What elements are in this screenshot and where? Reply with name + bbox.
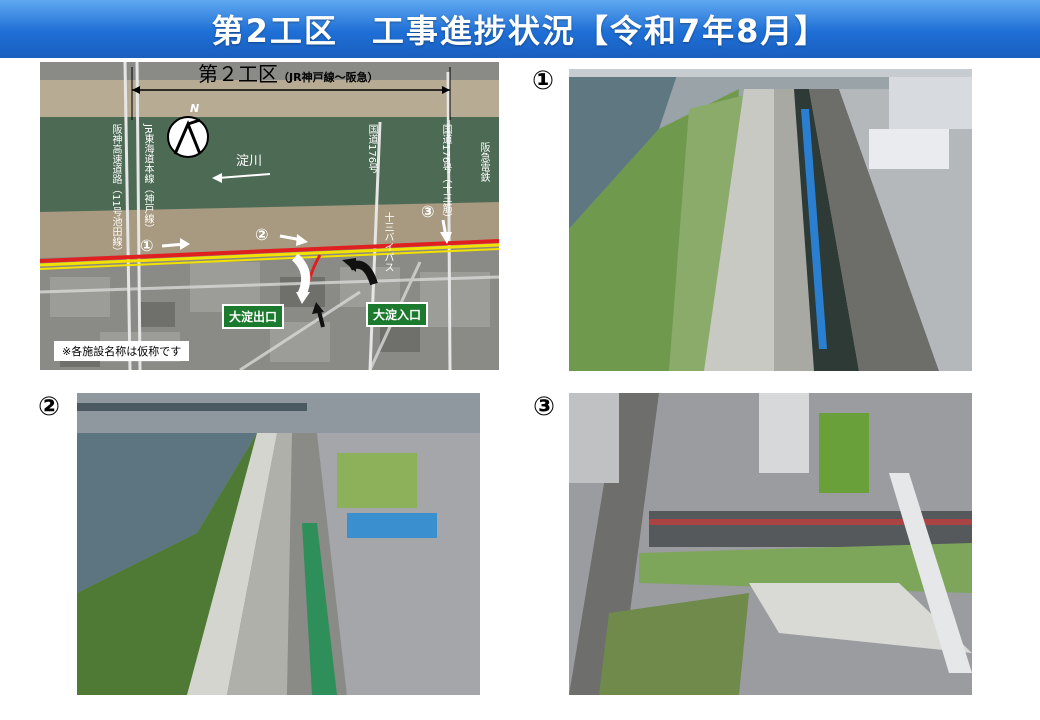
map-marker-2: ②: [255, 225, 269, 244]
road-label-176: 国道176号: [366, 124, 377, 174]
page-title: 第2工区 工事進捗状況【令和7年8月】: [211, 12, 829, 50]
aerial-photo-2: [77, 393, 480, 695]
aerial-photo-3: [569, 393, 972, 695]
aerial-photo-1: [569, 69, 972, 371]
exit-sign: 大淀出口: [222, 304, 285, 329]
photo-2: [77, 393, 480, 695]
road-label-hankyu: 阪急電鉄: [478, 142, 489, 182]
entrance-sign: 大淀入口: [366, 302, 429, 327]
road-label-juso-bypass: 十三バイパス: [382, 212, 393, 272]
road-label-jr: JR東海道本線（神戸線）: [142, 124, 153, 234]
photo-label-1: ①: [532, 66, 555, 96]
north-label: N: [190, 102, 200, 115]
section-label: 第２工区（JR神戸線～阪急）: [198, 62, 379, 86]
photo-1: [569, 69, 972, 371]
naming-note: ※各施設名称は仮称です: [54, 341, 190, 361]
river-label: 淀川: [236, 154, 263, 169]
photo-label-2: ②: [38, 392, 61, 422]
road-label-176-juso: 国道176号（十三筋）: [440, 124, 451, 224]
title-bar: 第2工区 工事進捗状況【令和7年8月】: [0, 0, 1040, 58]
map-panel: 第２工区（JR神戸線～阪急） N 淀川 阪神高速道路（11号池田線） JR東海道…: [40, 62, 499, 370]
photo-3: [569, 393, 972, 695]
map-marker-1: ①: [140, 236, 154, 255]
road-label-hanshin: 阪神高速道路（11号池田線）: [110, 124, 121, 257]
photo-label-3: ③: [533, 392, 556, 422]
aerial-map: [40, 62, 499, 370]
map-marker-3: ③: [421, 202, 435, 221]
